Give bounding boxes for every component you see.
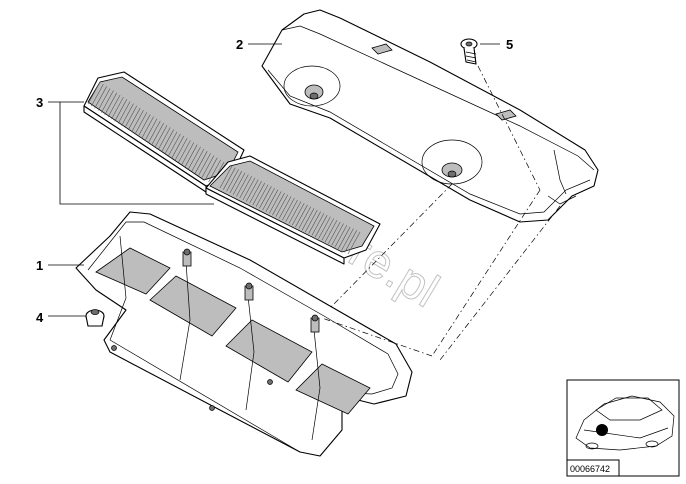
part-3-filter-left <box>83 71 245 193</box>
callout-2: 2 <box>236 37 282 52</box>
callout-1: 1 <box>36 258 84 273</box>
callout-2-label: 2 <box>236 37 243 52</box>
callout-3: 3 <box>36 95 214 205</box>
part-1-housing <box>75 211 413 457</box>
callout-1-label: 1 <box>36 258 43 273</box>
part-5-screw <box>460 38 478 65</box>
location-marker-icon <box>596 424 608 436</box>
part-3-filter-right <box>205 155 381 265</box>
callout-3-label: 3 <box>36 95 43 110</box>
part-4-grommet <box>85 309 105 327</box>
reference-code: 00066742 <box>570 464 610 474</box>
callout-4: 4 <box>36 310 86 325</box>
callout-5-label: 5 <box>506 37 513 52</box>
vehicle-locator-thumbnail: 00066742 <box>566 379 680 477</box>
callout-5: 5 <box>480 37 513 52</box>
callout-4-label: 4 <box>36 310 44 325</box>
assembly-lines <box>321 65 561 361</box>
part-2-cover <box>261 9 599 223</box>
